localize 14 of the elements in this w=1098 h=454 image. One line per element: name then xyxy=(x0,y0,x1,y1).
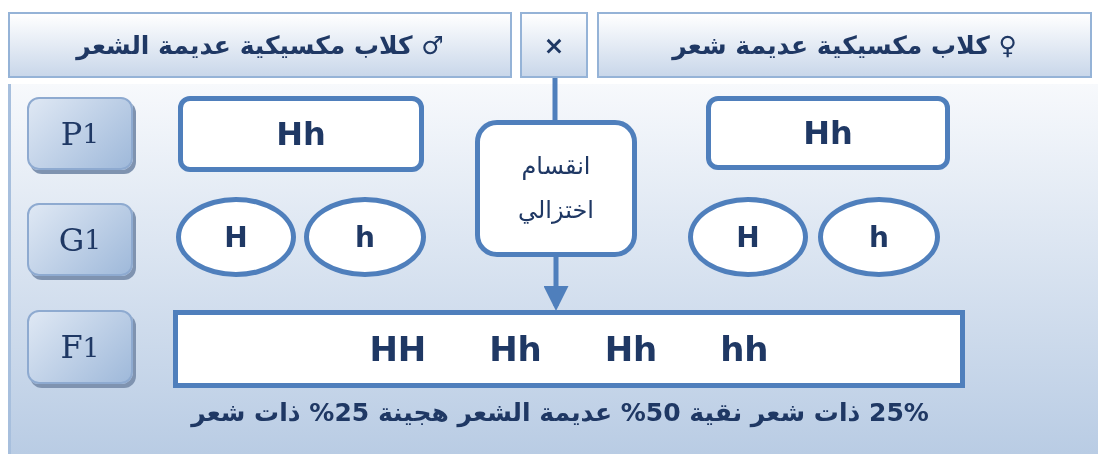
genotype-text: Hh xyxy=(604,329,658,369)
genotype-text: hh xyxy=(720,329,769,369)
result-text: 25% ذات شعر نقية 50% عديمة الشعر هجينة 25% ذات شعر xyxy=(189,398,930,427)
header-box: ♂ كلاب مكسيكية عديمة الشعر xyxy=(8,12,512,78)
arrow xyxy=(543,257,569,311)
genotype-text: Hh xyxy=(489,329,542,369)
header-box: ♀ كلاب مكسيكية عديمة شعر xyxy=(597,12,1092,78)
cross-box: × xyxy=(520,12,588,78)
process-box: انقسام اختزالي xyxy=(475,120,637,257)
connector-line xyxy=(552,78,558,120)
offspring-box xyxy=(173,310,965,388)
genotype-box: Hh xyxy=(178,96,424,172)
genotype-box: Hh xyxy=(706,96,950,170)
genotype-text: HH xyxy=(369,329,427,369)
